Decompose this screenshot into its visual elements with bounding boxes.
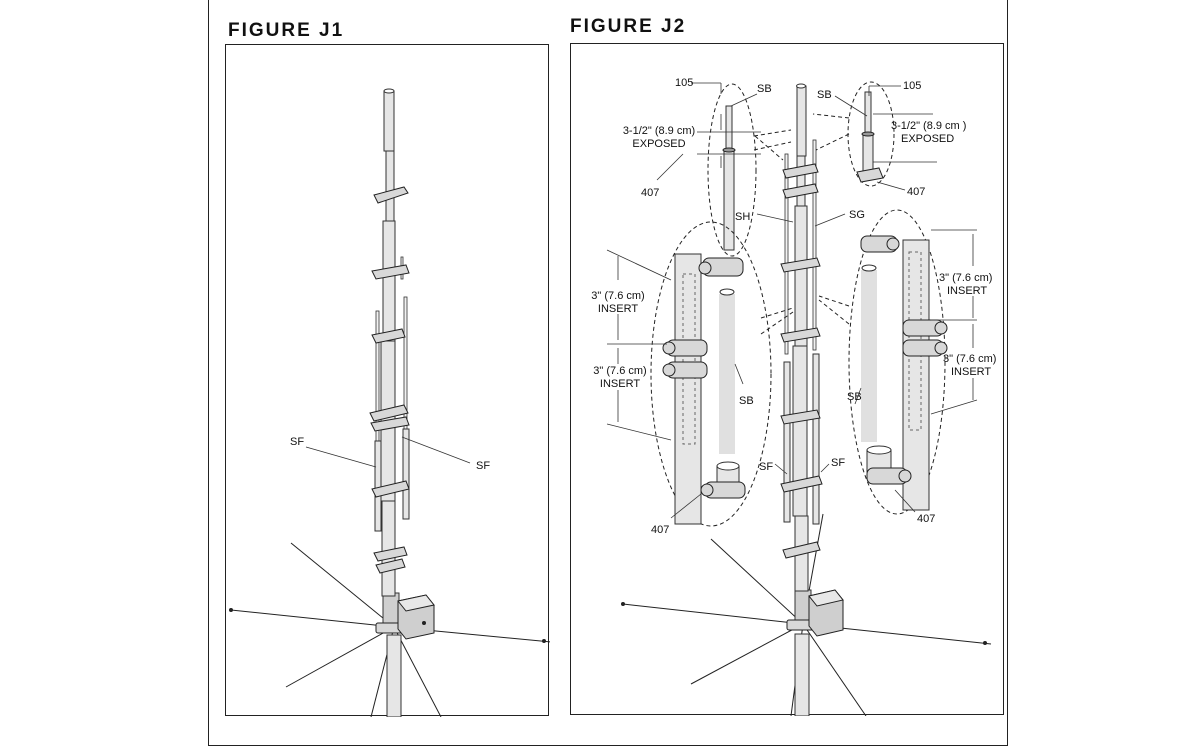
j2-insert-left-b-line1: 3" (7.6 cm): [593, 365, 646, 377]
j2-sf-left-label: SF: [759, 461, 773, 473]
j2-407-top-left-label: 407: [641, 187, 659, 199]
j2-side-elements: [783, 139, 820, 525]
j2-insert-left-b-line2: INSERT: [600, 378, 640, 390]
figure-j1-title: FIGURE J1: [228, 20, 345, 41]
j2-sb-top-right-label: SB: [817, 89, 832, 101]
j2-exposed-right-line2: EXPOSED: [901, 133, 954, 145]
j1-brackets: [369, 186, 410, 574]
j1-mounting-mast: [386, 634, 402, 717]
j1-main-radiator: [380, 88, 396, 597]
j2-mounting-mast: [794, 633, 810, 716]
figure-j1-panel: SF SF: [225, 44, 550, 717]
page-frame: [208, 0, 1008, 746]
j1-base-assembly: [375, 592, 435, 640]
figure-j2-panel: 105 SB 3-1/2" (8.9 cm) EXPOSED 105 SB 3-…: [570, 43, 1004, 716]
j1-sf-left-label: SF: [290, 436, 304, 448]
j2-407-bottom-left-label: 407: [651, 524, 669, 536]
j2-407-top-right-label: 407: [907, 186, 925, 198]
j2-105-right-label: 105: [903, 80, 921, 92]
j2-sg-leader: [814, 213, 846, 227]
j2-sf-left-leader: [774, 463, 788, 475]
j2-insert-right-a-line1: 3" (7.6 cm): [939, 272, 992, 284]
j2-base-assembly: [786, 589, 844, 637]
j2-detail-top-right: [812, 81, 937, 191]
j1-sf-right-label: SF: [476, 460, 490, 472]
j2-sb-top-left-label: SB: [757, 83, 772, 95]
j2-sb-mid-left-label: SB: [739, 395, 754, 407]
j2-sh-label: SH: [735, 211, 750, 223]
j1-sf-right-leader: [401, 436, 471, 464]
j1-sf-left-leader: [305, 446, 377, 468]
j2-exposed-left-line2: EXPOSED: [632, 138, 685, 150]
j2-insert-left-a-line1: 3" (7.6 cm): [591, 290, 644, 302]
j1-side-elements: [374, 256, 410, 532]
j2-exposed-right-line1: 3-1/2" (8.9 cm ): [891, 120, 966, 132]
j2-detail-left: [606, 221, 794, 527]
j2-sh-leader: [756, 213, 794, 223]
j2-105-left-label: 105: [675, 77, 693, 89]
figure-j2-diagram: 105 SB 3-1/2" (8.9 cm) EXPOSED 105 SB 3-…: [591, 77, 996, 716]
j2-sg-label: SG: [849, 209, 865, 221]
figure-j1-diagram: SF SF: [229, 88, 550, 717]
j2-insert-right-a-line2: INSERT: [947, 285, 987, 297]
figure-j2-title: FIGURE J2: [570, 16, 687, 37]
j2-407-bottom-right-label: 407: [917, 513, 935, 525]
j2-insert-left-a-line2: INSERT: [598, 303, 638, 315]
j2-detail-right: [818, 209, 978, 515]
j2-insert-right-b-line1: 3" (7.6 cm): [943, 353, 996, 365]
j2-brackets: [780, 163, 823, 559]
j2-exposed-left-line1: 3-1/2" (8.9 cm): [623, 125, 695, 137]
j2-sf-right-label: SF: [831, 457, 845, 469]
j2-sb-mid-right-label: SB: [847, 391, 862, 403]
j2-insert-right-b-line2: INSERT: [951, 366, 991, 378]
j2-main-radiator: [792, 83, 809, 592]
j2-detail-top-left: [656, 82, 792, 257]
j2-sf-right-leader: [820, 463, 830, 473]
